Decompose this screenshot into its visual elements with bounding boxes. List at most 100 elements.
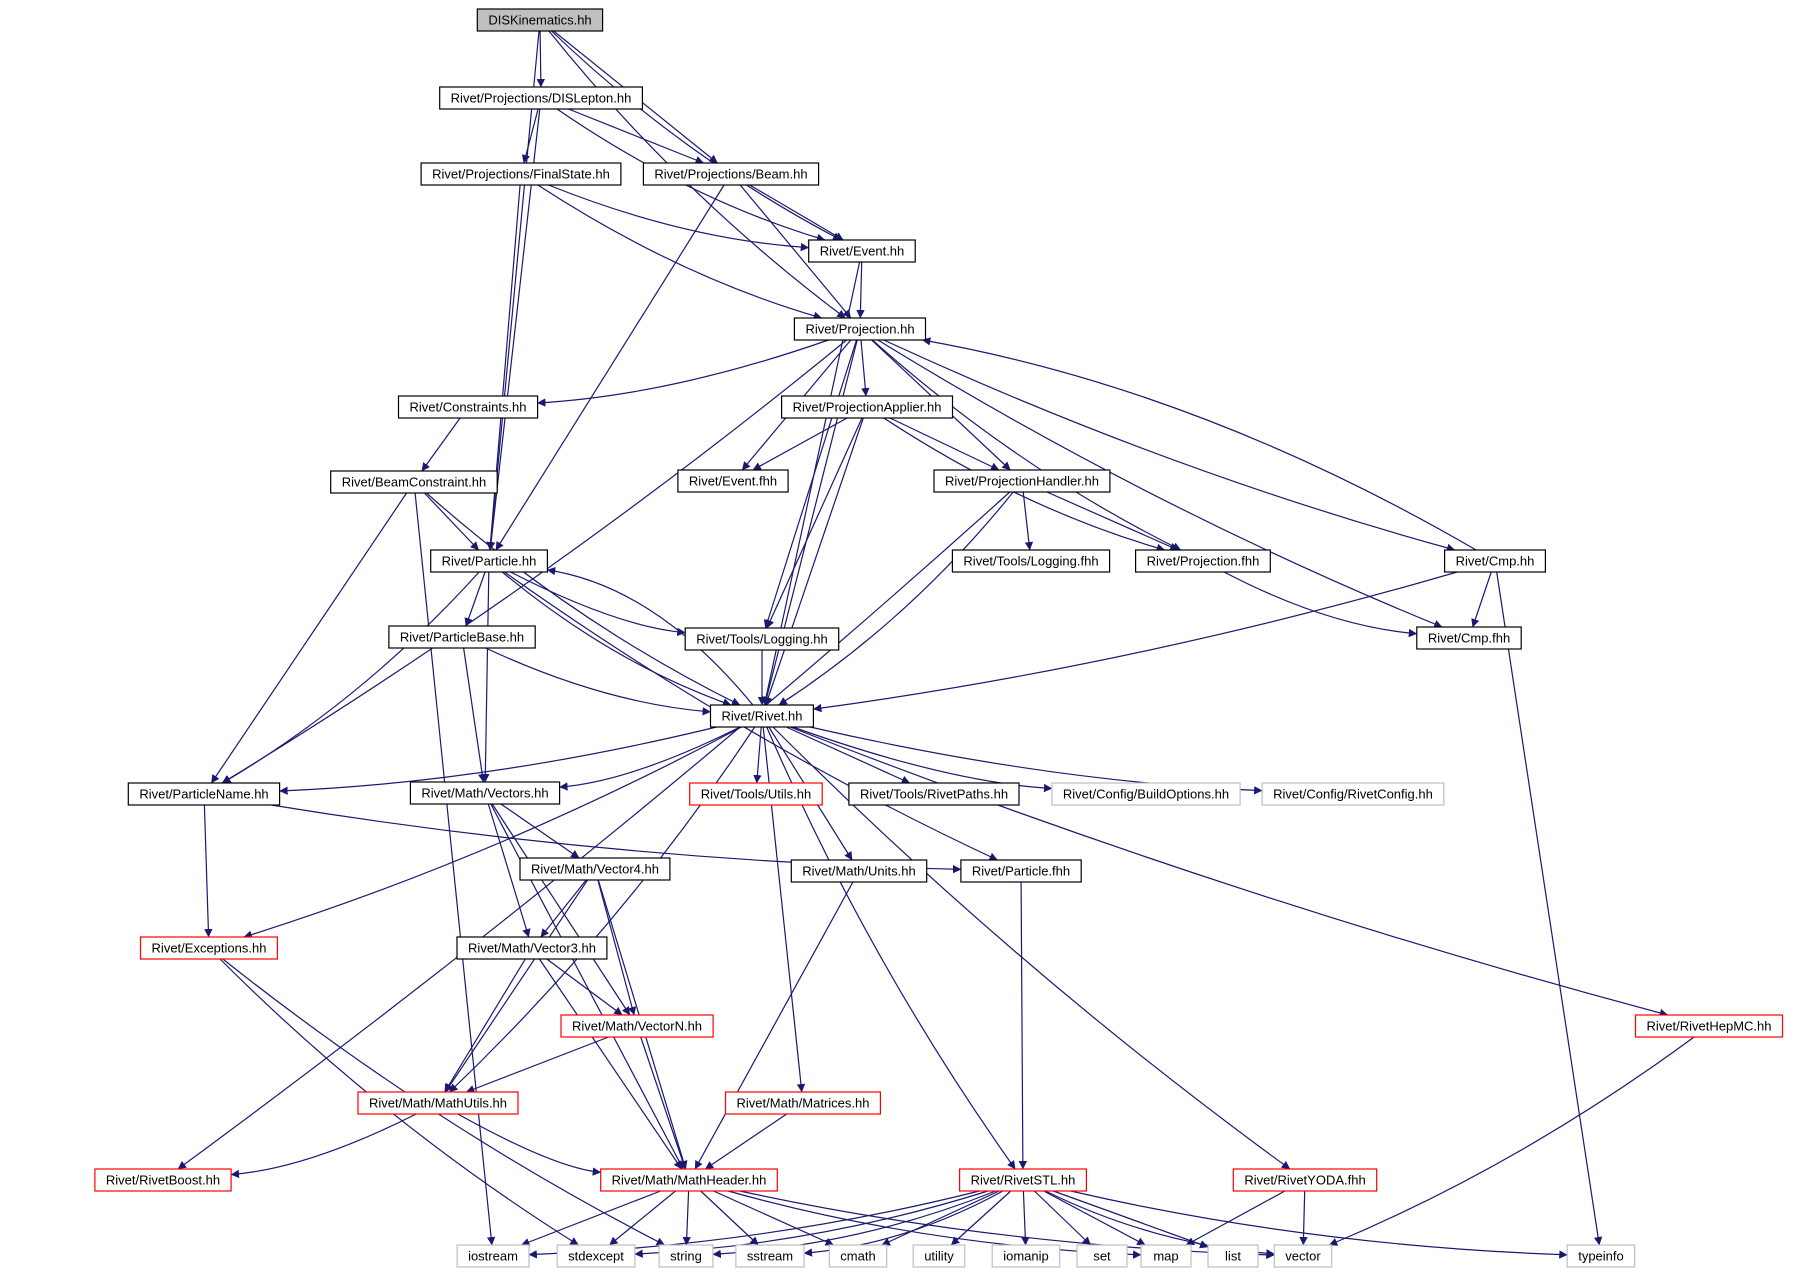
node-box [600, 1168, 778, 1192]
node-yoda[interactable]: Rivet/RivetYODA.fhh [1232, 1168, 1378, 1192]
edge-rivet-to-particle [546, 566, 754, 706]
edge-vectorn-to-mathutils [466, 1036, 609, 1094]
node-label: Rivet/BeamConstraint.hh [342, 475, 487, 490]
node-box [1443, 549, 1546, 573]
edge-particlefhh-to-rivetstl [1018, 881, 1028, 1170]
node-projection[interactable]: Rivet/Projection.hh [793, 317, 927, 341]
node-logging[interactable]: Rivet/Tools/Logging.hh [684, 627, 840, 651]
node-particle[interactable]: Rivet/Particle.hh [430, 549, 549, 573]
node-projfhh[interactable]: Rivet/Projection.fhh [1134, 549, 1271, 573]
node-vectors[interactable]: Rivet/Math/Vectors.hh [409, 781, 561, 805]
node-cmpfhh[interactable]: Rivet/Cmp.fhh [1416, 626, 1522, 650]
edge-cmp-to-projection [921, 337, 1477, 551]
node-vector: vector [1273, 1244, 1333, 1268]
node-box [790, 859, 928, 883]
node-root[interactable]: DISKinematics.hh [476, 8, 604, 32]
node-box [1273, 1244, 1333, 1268]
node-box [1416, 626, 1522, 650]
node-vectorn[interactable]: Rivet/Math/VectorN.hh [560, 1014, 714, 1038]
node-projhandler[interactable]: Rivet/ProjectionHandler.hh [933, 469, 1111, 493]
node-dislepton[interactable]: Rivet/Projections/DISLepton.hh [439, 86, 644, 110]
edge-hepmc-to-vector [1328, 1036, 1695, 1246]
node-rivet[interactable]: Rivet/Rivet.hh [709, 704, 815, 728]
node-box [456, 1244, 530, 1268]
node-box [430, 549, 549, 573]
node-box [933, 469, 1111, 493]
node-label: Rivet/Projection.fhh [1147, 554, 1260, 569]
node-loggingfhh[interactable]: Rivet/Tools/Logging.fhh [951, 549, 1111, 573]
node-label: Rivet/Particle.fhh [972, 864, 1070, 879]
node-list: list [1207, 1244, 1259, 1268]
node-particlename[interactable]: Rivet/ParticleName.hh [127, 782, 281, 806]
edge-mathheader-to-iostream [521, 1190, 661, 1247]
edge-vectors-to-vector3 [487, 803, 531, 938]
edge-rivet-to-buildoptions [792, 726, 1053, 793]
node-box [912, 1244, 966, 1268]
node-label: iomanip [1003, 1249, 1049, 1264]
edge-matrices-to-mathheader [704, 1113, 788, 1170]
node-box [556, 1244, 636, 1268]
node-label: Rivet/Exceptions.hh [152, 941, 267, 956]
node-particlebase[interactable]: Rivet/ParticleBase.hh [388, 625, 536, 649]
edge-rivet-to-yoda [772, 726, 1291, 1170]
edge-rivet-to-utils [753, 726, 762, 784]
node-matrices[interactable]: Rivet/Math/Matrices.hh [724, 1091, 881, 1115]
node-box [1566, 1244, 1636, 1268]
node-label: Rivet/ParticleBase.hh [400, 630, 524, 645]
node-label: vector [1285, 1249, 1321, 1264]
node-label: Rivet/Projections/Beam.hh [654, 167, 807, 182]
edge-projapplier-to-projhandler [889, 417, 1000, 471]
node-constraints[interactable]: Rivet/Constraints.hh [397, 395, 539, 419]
node-label: Rivet/Tools/Utils.hh [701, 787, 812, 802]
node-cmp[interactable]: Rivet/Cmp.hh [1443, 549, 1546, 573]
node-box [127, 782, 281, 806]
edge-finalstate-to-particle [486, 184, 521, 551]
node-projapplier[interactable]: Rivet/ProjectionApplier.hh [780, 395, 954, 419]
node-units[interactable]: Rivet/Math/Units.hh [790, 859, 928, 883]
edge-rivet-to-hepmc [789, 726, 1669, 1018]
edge-mathheader-to-cmath [713, 1190, 834, 1246]
edge-vectors-to-vectorn [491, 803, 631, 1016]
node-beamconstraint[interactable]: Rivet/BeamConstraint.hh [330, 470, 498, 494]
edge-rivet-to-rivetpaths [786, 726, 911, 784]
node-event[interactable]: Rivet/Event.hh [808, 239, 916, 263]
node-box [677, 469, 789, 493]
node-label: Rivet/Math/Vector4.hh [531, 862, 659, 877]
node-vector4[interactable]: Rivet/Math/Vector4.hh [519, 857, 671, 881]
node-label: Rivet/Math/MathUtils.hh [369, 1096, 507, 1111]
edge-projhandler-to-rivetboost [177, 491, 1011, 1170]
edge-beamconstraint-to-particle [423, 492, 480, 551]
node-label: Rivet/Projection.hh [805, 322, 914, 337]
node-label: set [1093, 1249, 1111, 1264]
node-exceptions[interactable]: Rivet/Exceptions.hh [139, 936, 278, 960]
edge-mathheader-to-string [682, 1190, 691, 1246]
node-label: iostream [468, 1249, 518, 1264]
node-label: Rivet/RivetYODA.fhh [1244, 1173, 1365, 1188]
node-rivetstl[interactable]: Rivet/RivetSTL.hh [958, 1168, 1087, 1192]
edge-projection-to-rivet [762, 339, 858, 706]
node-box [828, 1244, 888, 1268]
node-eventfhh[interactable]: Rivet/Event.fhh [677, 469, 789, 493]
edge-finalstate-to-event [548, 184, 810, 252]
node-box [94, 1168, 232, 1192]
node-hepmc[interactable]: Rivet/RivetHepMC.hh [1634, 1014, 1784, 1038]
edge-root-to-dislepton [536, 30, 545, 88]
edge-projection-to-cmpfhh [877, 339, 1443, 628]
node-rivetpaths[interactable]: Rivet/Tools/RivetPaths.hh [848, 782, 1020, 806]
node-mathheader[interactable]: Rivet/Math/MathHeader.hh [600, 1168, 778, 1192]
node-vector3[interactable]: Rivet/Math/Vector3.hh [456, 936, 608, 960]
node-label: Rivet/Projections/FinalState.hh [432, 167, 610, 182]
node-utils[interactable]: Rivet/Tools/Utils.hh [689, 782, 823, 806]
node-iostream: iostream [456, 1244, 530, 1268]
node-rivetboost[interactable]: Rivet/RivetBoost.hh [94, 1168, 232, 1192]
node-particlefhh[interactable]: Rivet/Particle.fhh [960, 859, 1082, 883]
node-box [1134, 549, 1271, 573]
node-mathutils[interactable]: Rivet/Math/MathUtils.hh [357, 1091, 519, 1115]
node-label: Rivet/Config/RivetConfig.hh [1273, 787, 1433, 802]
node-finalstate[interactable]: Rivet/Projections/FinalState.hh [420, 162, 622, 186]
node-beam[interactable]: Rivet/Projections/Beam.hh [642, 162, 820, 186]
node-box [1076, 1244, 1128, 1268]
node-box [808, 239, 916, 263]
edge-event-to-projection [856, 261, 865, 319]
